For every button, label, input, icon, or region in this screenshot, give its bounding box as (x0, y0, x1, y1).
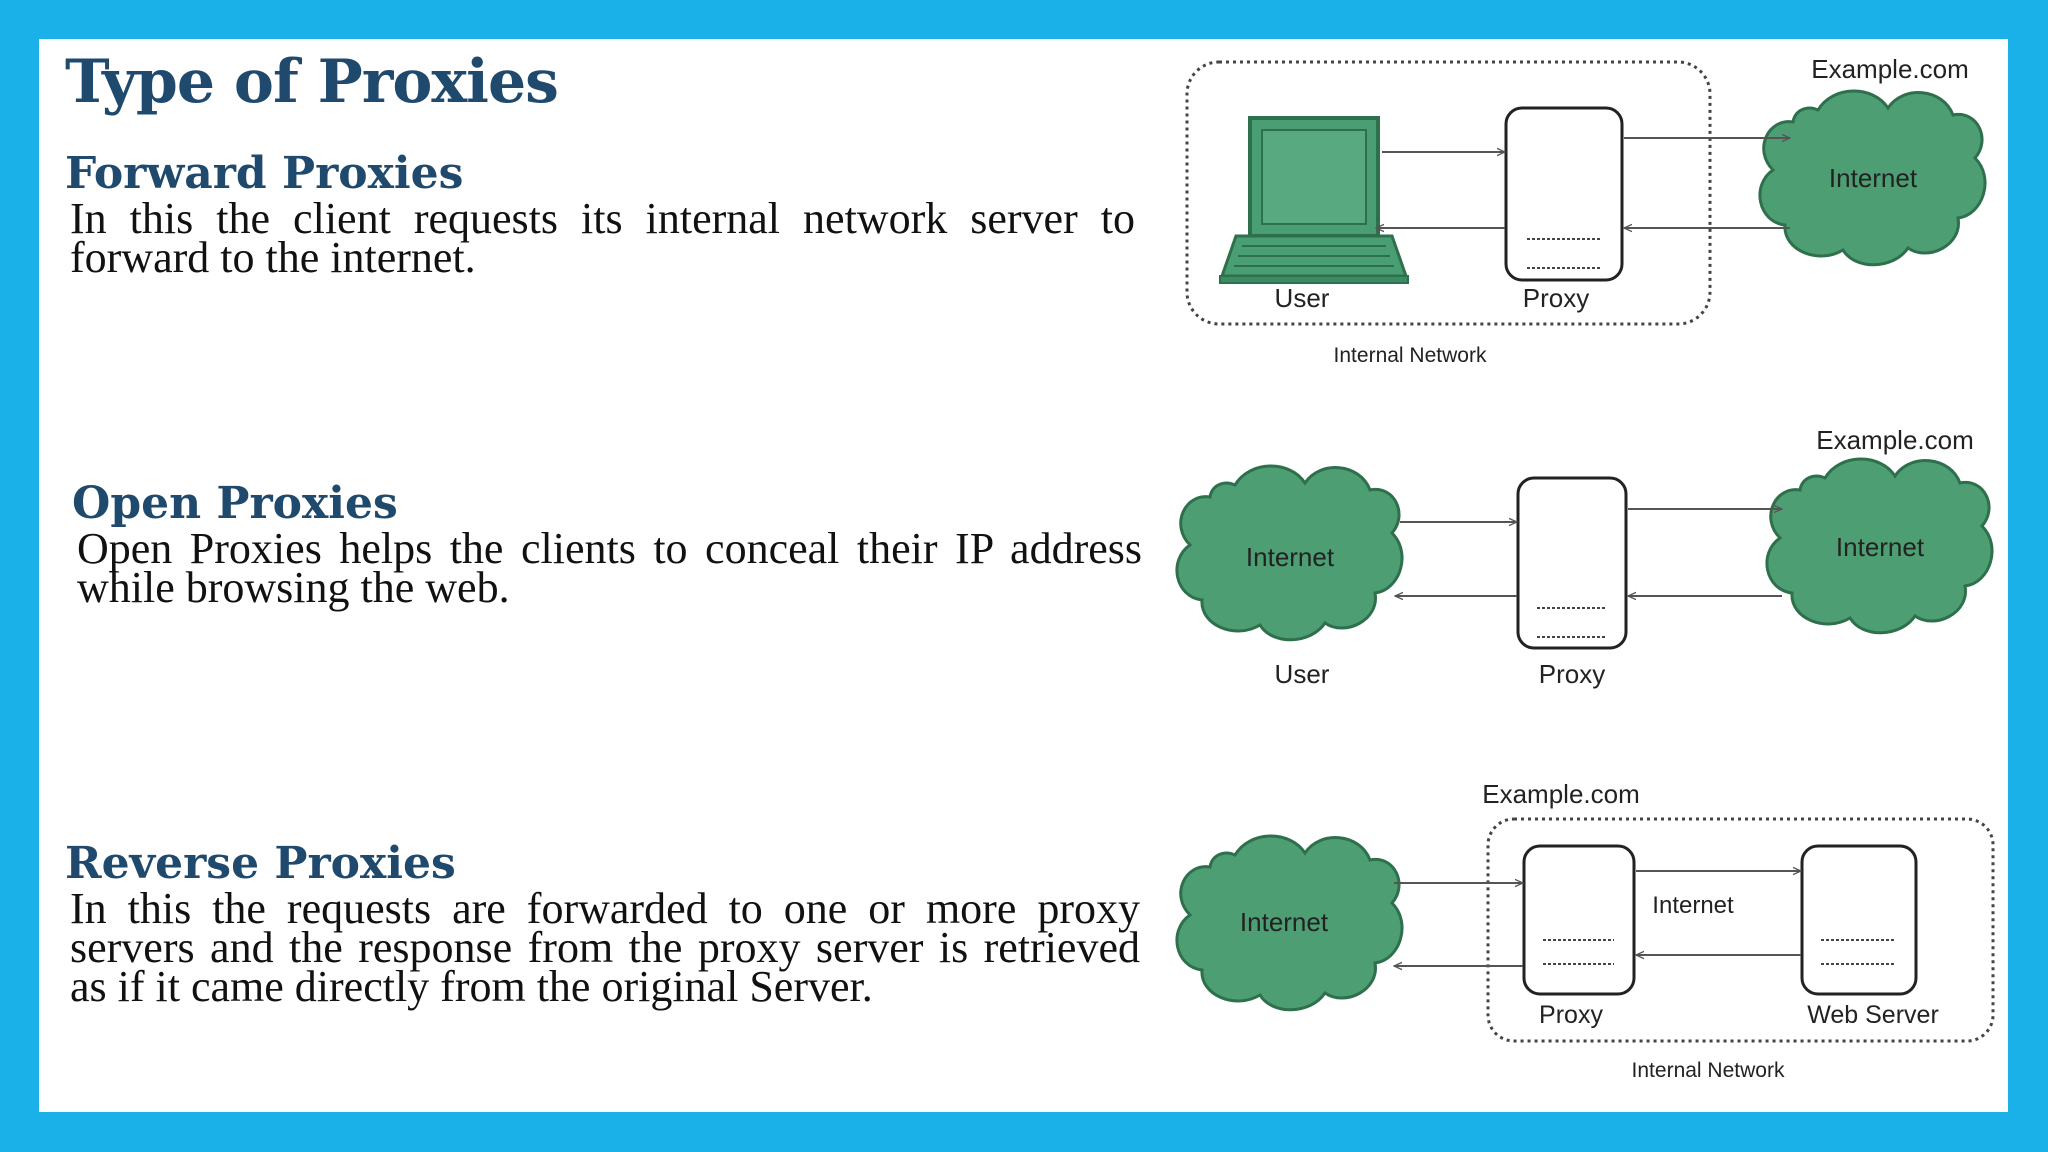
section-reverse-proxies: Reverse Proxies In this the requests are… (65, 838, 1140, 1011)
forward-proxy-diagram: Example.com Internet User Proxy Internal… (1185, 54, 1987, 367)
proxy-label: Proxy (1539, 659, 1605, 689)
domain-label: Example.com (1811, 54, 1969, 84)
slide: Type of Proxies Forward Proxies In this … (39, 39, 2008, 1112)
section-open-proxies: Open Proxies Open Proxies helps the clie… (72, 478, 1142, 612)
user-label: User (1275, 659, 1330, 689)
slide-title: Type of Proxies (65, 47, 559, 117)
cloud-label: Internet (1829, 163, 1918, 193)
reverse-proxy-diagram: Example.com Internet Internet Proxy Web … (1175, 779, 1995, 1082)
cloud-label: Internet (1240, 907, 1329, 937)
proxy-label: Proxy (1539, 1001, 1603, 1029)
internal-network-label: Internal Network (1334, 344, 1487, 367)
proxy-server-icon (1522, 844, 1636, 996)
web-server-label: Web Server (1807, 1001, 1939, 1029)
section-body: In this the client requests its internal… (70, 194, 1135, 282)
web-server-icon (1800, 844, 1918, 996)
section-heading: Open Proxies (72, 478, 398, 529)
internal-network-boundary (1185, 60, 1712, 326)
domain-label: Example.com (1816, 425, 1974, 455)
laptop-icon (1219, 116, 1409, 284)
user-label: User (1275, 283, 1330, 313)
section-heading: Forward Proxies (65, 148, 464, 199)
domain-label: Example.com (1482, 779, 1640, 809)
inner-internet-label: Internet (1652, 892, 1734, 919)
section-body: In this the requests are forwarded to on… (70, 884, 1140, 1011)
proxy-label: Proxy (1523, 283, 1589, 313)
proxy-server-icon (1504, 106, 1624, 282)
section-heading: Reverse Proxies (65, 838, 456, 889)
cloud-label: Internet (1836, 532, 1925, 562)
internal-network-label: Internal Network (1632, 1059, 1785, 1082)
section-body: Open Proxies helps the clients to concea… (77, 524, 1142, 612)
internal-network-boundary (1486, 817, 1995, 1043)
proxy-server-icon (1516, 476, 1628, 650)
cloud-label: Internet (1246, 542, 1335, 572)
section-forward-proxies: Forward Proxies In this the client reque… (65, 148, 1135, 282)
open-proxy-diagram: Example.com Internet Internet User Proxy (1175, 425, 1994, 689)
